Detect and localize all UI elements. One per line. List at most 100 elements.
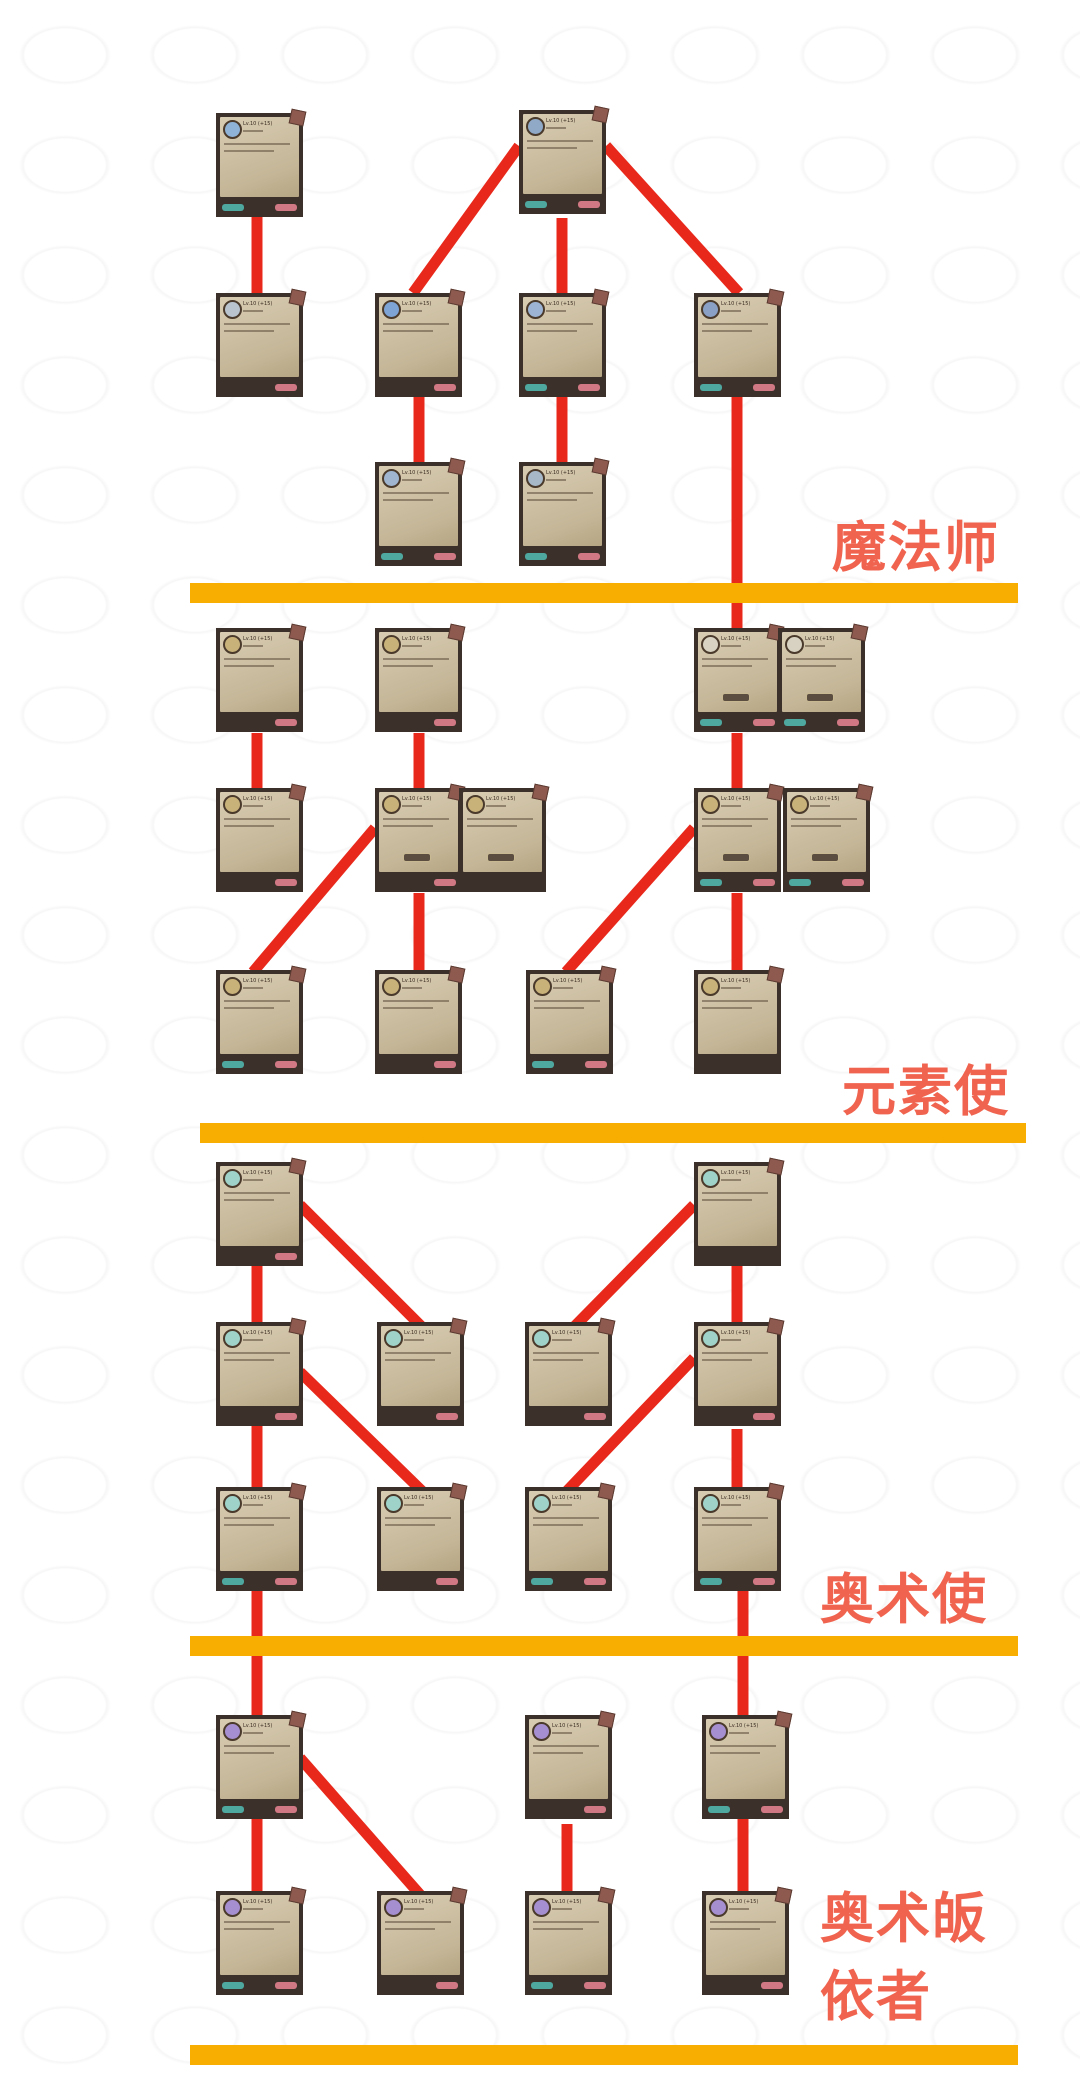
learn-button[interactable] [578, 553, 600, 560]
equip-button[interactable] [700, 1578, 722, 1585]
learn-button[interactable] [761, 1982, 783, 1989]
skill-card[interactable]: Lv.10 (+15) [377, 1317, 468, 1426]
learn-button[interactable] [434, 553, 456, 560]
skill-card[interactable]: Lv.10 (+15) [375, 288, 466, 397]
skill-card[interactable]: Lv.10 (+15) [216, 1886, 307, 1995]
equip-button[interactable] [381, 553, 403, 560]
skill-card[interactable]: Lv.10 (+15) [525, 1482, 616, 1591]
skill-card[interactable]: Lv.10 (+15) [526, 965, 617, 1074]
equip-button[interactable] [525, 201, 547, 208]
equip-button[interactable] [700, 384, 722, 391]
learn-button[interactable] [753, 1413, 775, 1420]
skill-card[interactable]: Lv.10 (+15) [375, 457, 466, 566]
skill-card[interactable]: Lv.10 (+15) [525, 1317, 616, 1426]
learn-button[interactable] [275, 1982, 297, 1989]
skill-card[interactable]: Lv.10 (+15) [377, 1886, 468, 1995]
upgrade-button[interactable] [403, 853, 431, 862]
upgrade-button[interactable] [811, 853, 839, 862]
learn-button[interactable] [761, 1806, 783, 1813]
learn-button[interactable] [275, 1413, 297, 1420]
equip-button[interactable] [222, 1061, 244, 1068]
equip-button[interactable] [784, 719, 806, 726]
skill-card[interactable]: Lv.10 (+15) [694, 288, 785, 397]
equip-button[interactable] [222, 204, 244, 211]
skill-card[interactable]: Lv.10 (+15) [375, 965, 466, 1074]
skill-card[interactable]: Lv.10 (+15) [694, 1317, 785, 1426]
learn-button[interactable] [436, 1982, 458, 1989]
learn-button[interactable] [578, 201, 600, 208]
learn-button[interactable] [578, 384, 600, 391]
equip-button[interactable] [531, 1982, 553, 1989]
skill-card[interactable]: Lv.10 (+15) [702, 1710, 793, 1819]
equip-button[interactable] [525, 384, 547, 391]
equip-button[interactable] [532, 1061, 554, 1068]
upgrade-button[interactable] [722, 693, 750, 702]
skill-card[interactable]: Lv.10 (+15) [519, 457, 610, 566]
skill-card[interactable]: Lv.10 (+15) [216, 623, 307, 732]
learn-button[interactable] [842, 879, 864, 886]
upgrade-button[interactable] [806, 693, 834, 702]
equip-button[interactable] [531, 1578, 553, 1585]
skill-card[interactable]: Lv.10 (+15) [216, 1317, 307, 1426]
equip-button[interactable] [525, 553, 547, 560]
learn-button[interactable] [584, 1806, 606, 1813]
learn-button[interactable] [275, 204, 297, 211]
skill-card[interactable]: Lv.10 (+15) [783, 783, 874, 892]
learn-button[interactable] [434, 719, 456, 726]
upgrade-button[interactable] [487, 853, 515, 862]
skill-card[interactable]: Lv.10 (+15) [702, 1886, 793, 1995]
skill-card[interactable]: Lv.10 (+15) [694, 1157, 785, 1266]
skill-card[interactable]: Lv.10 (+15) [694, 623, 785, 732]
skill-card[interactable]: Lv.10 (+15) [216, 965, 307, 1074]
learn-button[interactable] [275, 1806, 297, 1813]
learn-button[interactable] [275, 879, 297, 886]
learn-button[interactable] [584, 1982, 606, 1989]
skill-card[interactable]: Lv.10 (+15) [694, 1482, 785, 1591]
skill-card[interactable]: Lv.10 (+15) [375, 623, 466, 732]
learn-button[interactable] [275, 719, 297, 726]
learn-button[interactable] [434, 879, 456, 886]
equip-button[interactable] [222, 1982, 244, 1989]
skill-card[interactable]: Lv.10 (+15) [694, 783, 785, 892]
equip-button[interactable] [222, 1578, 244, 1585]
skill-card[interactable]: Lv.10 (+15) [694, 965, 785, 1074]
learn-button[interactable] [434, 384, 456, 391]
learn-button[interactable] [275, 1253, 297, 1260]
learn-button[interactable] [436, 1578, 458, 1585]
skill-card[interactable]: Lv.10 (+15) [525, 1710, 616, 1819]
learn-button[interactable] [753, 719, 775, 726]
text-line [383, 499, 433, 501]
equip-button[interactable] [700, 879, 722, 886]
learn-button[interactable] [753, 1578, 775, 1585]
upgrade-button[interactable] [722, 853, 750, 862]
equip-button[interactable] [222, 1806, 244, 1813]
skill-card[interactable]: Lv.10 (+15) [375, 783, 466, 892]
equip-button[interactable] [789, 879, 811, 886]
text-line [702, 330, 752, 332]
learn-button[interactable] [837, 719, 859, 726]
skill-card[interactable]: Lv.10 (+15) [778, 623, 869, 732]
skill-card[interactable]: Lv.10 (+15) [216, 783, 307, 892]
skill-card[interactable]: Lv.10 (+15) [459, 783, 550, 892]
skill-card[interactable]: Lv.10 (+15) [216, 1157, 307, 1266]
skill-card[interactable]: Lv.10 (+15) [216, 288, 307, 397]
skill-card[interactable]: Lv.10 (+15) [525, 1886, 616, 1995]
learn-button[interactable] [584, 1413, 606, 1420]
learn-button[interactable] [753, 384, 775, 391]
learn-button[interactable] [584, 1578, 606, 1585]
learn-button[interactable] [275, 1578, 297, 1585]
skill-card[interactable]: Lv.10 (+15) [216, 108, 307, 217]
learn-button[interactable] [436, 1413, 458, 1420]
skill-card[interactable]: Lv.10 (+15) [519, 105, 610, 214]
learn-button[interactable] [275, 384, 297, 391]
skill-card[interactable]: Lv.10 (+15) [377, 1482, 468, 1591]
skill-card[interactable]: Lv.10 (+15) [216, 1482, 307, 1591]
learn-button[interactable] [434, 1061, 456, 1068]
skill-card[interactable]: Lv.10 (+15) [519, 288, 610, 397]
learn-button[interactable] [275, 1061, 297, 1068]
equip-button[interactable] [708, 1806, 730, 1813]
skill-card[interactable]: Lv.10 (+15) [216, 1710, 307, 1819]
equip-button[interactable] [700, 719, 722, 726]
learn-button[interactable] [753, 879, 775, 886]
learn-button[interactable] [585, 1061, 607, 1068]
